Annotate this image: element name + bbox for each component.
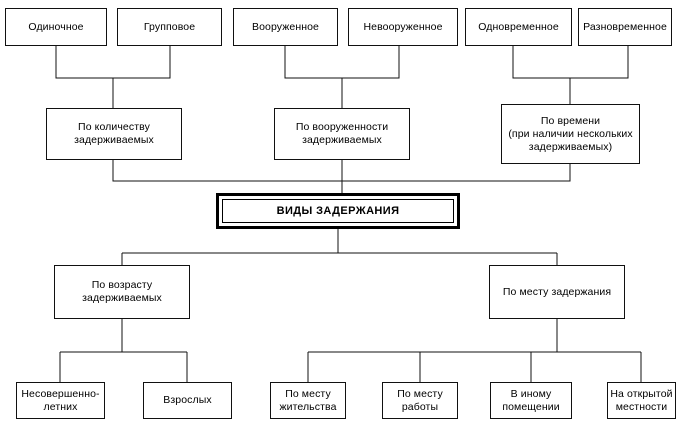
node-by-age[interactable]: По возрасту задерживаемых xyxy=(54,265,190,319)
node-place-of-residence[interactable]: По месту жительства xyxy=(270,382,346,419)
node-single[interactable]: Одиночное xyxy=(5,8,107,46)
node-root-label: ВИДЫ ЗАДЕРЖАНИЯ xyxy=(222,199,454,223)
node-group[interactable]: Групповое xyxy=(117,8,222,46)
node-non-simultaneous[interactable]: Разновременное xyxy=(578,8,672,46)
node-by-count[interactable]: По количеству задерживаемых xyxy=(46,108,182,160)
node-other-premises[interactable]: В иному помещении xyxy=(490,382,572,419)
node-adults[interactable]: Взрослых xyxy=(143,382,232,419)
node-by-place[interactable]: По месту задержания xyxy=(489,265,625,319)
node-open-area[interactable]: На открытой местности xyxy=(607,382,676,419)
node-minors[interactable]: Несовершенно- летних xyxy=(16,382,105,419)
node-place-of-work[interactable]: По месту работы xyxy=(382,382,458,419)
node-root[interactable]: ВИДЫ ЗАДЕРЖАНИЯ xyxy=(216,193,460,229)
node-by-time[interactable]: По времени (при наличии нескольких задер… xyxy=(501,104,640,164)
node-simultaneous[interactable]: Одновременное xyxy=(465,8,572,46)
node-armed[interactable]: Вооруженное xyxy=(233,8,338,46)
connector-group-a-bar xyxy=(55,46,171,79)
node-unarmed[interactable]: Невооруженное xyxy=(348,8,458,46)
connector-group-c-bar xyxy=(512,46,629,79)
connector-group-b-bar xyxy=(284,46,400,79)
node-by-armament[interactable]: По вооруженности задерживаемых xyxy=(274,108,410,160)
